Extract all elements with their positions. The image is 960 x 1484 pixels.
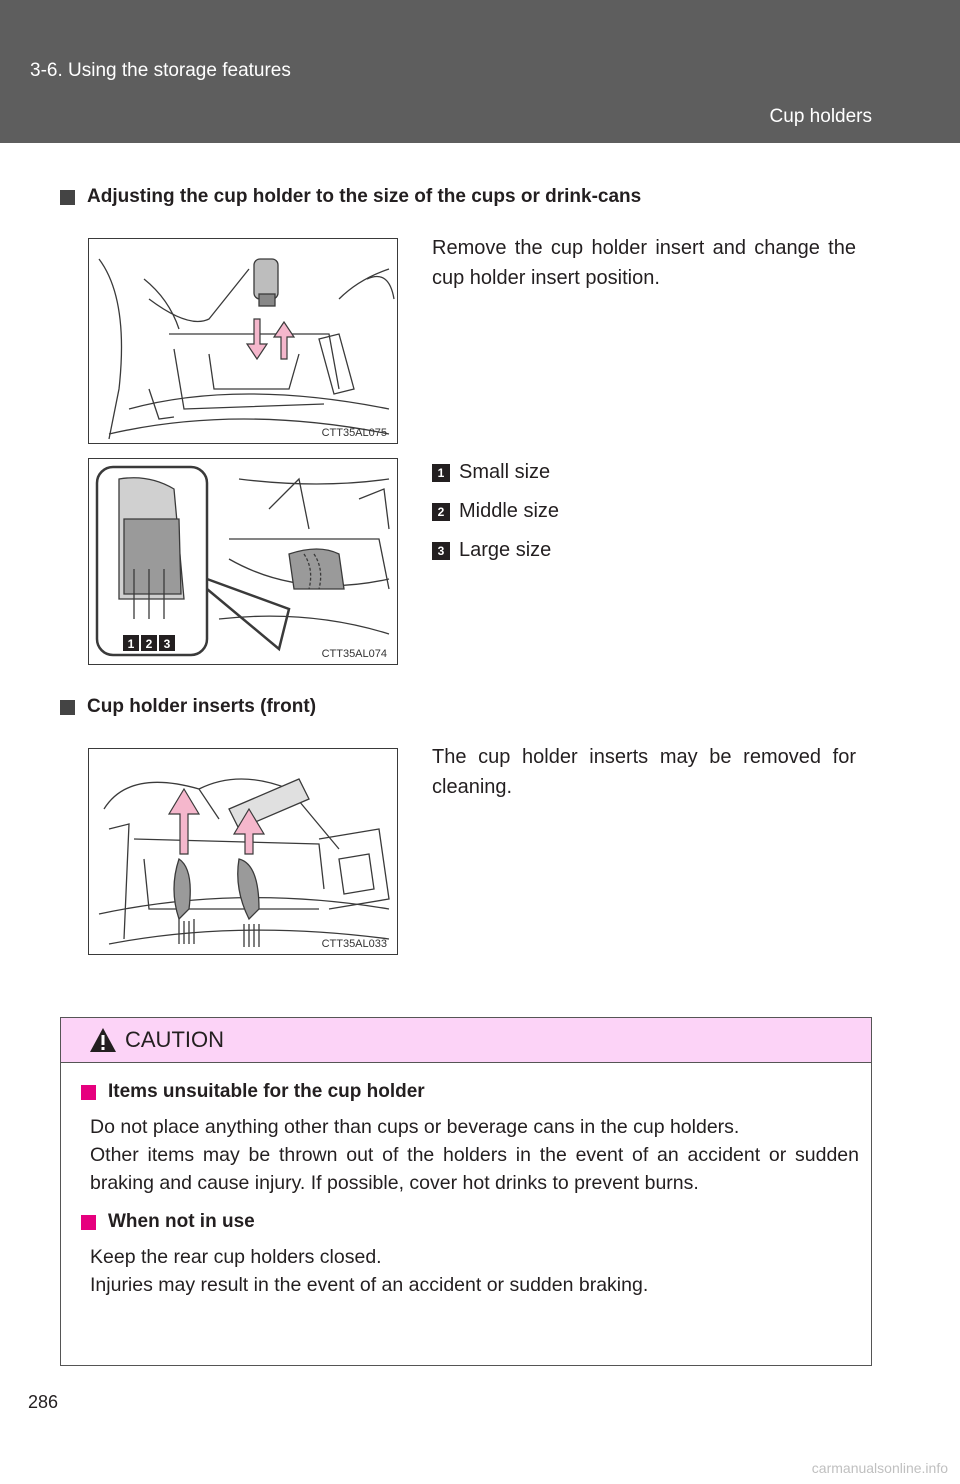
- section1-heading: Adjusting the cup holder to the size of …: [60, 186, 641, 208]
- figure-cup-holder-sizes: 1 2 3 CTT35AL074: [88, 458, 398, 665]
- figure-code: CTT35AL074: [321, 648, 387, 660]
- number-badge: 2: [432, 502, 450, 521]
- square-bullet-icon: [81, 1084, 96, 1100]
- topic-title: Cup holders: [769, 106, 872, 127]
- figure-drawing: [98, 258, 395, 440]
- callout-1: 1: [128, 637, 135, 651]
- figure-drawing: [98, 778, 390, 947]
- figure-cup-holder-remove: CTT35AL075: [88, 238, 398, 444]
- caution-item-heading: Items unsuitable for the cup holder: [81, 1081, 859, 1103]
- list-item: 2 Middle size: [432, 492, 559, 531]
- callout-2: 2: [146, 637, 153, 651]
- caution-title: CAUTION: [125, 1027, 224, 1052]
- figure-code: CTT35AL033: [321, 938, 387, 950]
- page-number: 286: [28, 1392, 59, 1412]
- square-bullet-icon: [60, 699, 75, 715]
- square-bullet-icon: [60, 189, 75, 205]
- callout-3: 3: [164, 637, 171, 651]
- size-list: 1 Small size 2 Middle size 3 Large size: [432, 453, 559, 570]
- number-badge: 3: [432, 541, 450, 560]
- section1-text: Remove the cup holder insert and change …: [432, 237, 856, 289]
- caution-item-heading: When not in use: [81, 1211, 859, 1233]
- caution-item-text: Do not place anything other than cups or…: [90, 1116, 859, 1194]
- number-badge: 1: [432, 463, 450, 482]
- caution-item-text: Keep the rear cup holders closed. Injuri…: [90, 1246, 649, 1296]
- figure-code: CTT35AL075: [321, 427, 387, 439]
- section2-text: The cup holder inserts may be removed fo…: [432, 746, 856, 798]
- caution-body: Items unsuitable for the cup holder Do n…: [61, 1063, 871, 1299]
- list-item: 3 Large size: [432, 531, 559, 570]
- section-title: 3-6. Using the storage features: [30, 60, 291, 81]
- caution-header: CAUTION: [61, 1018, 871, 1063]
- page-header: 3-6. Using the storage features Cup hold…: [0, 0, 960, 143]
- figure-cup-holder-inserts: CTT35AL033: [88, 748, 398, 955]
- list-item: 1 Small size: [432, 453, 559, 492]
- section2-heading: Cup holder inserts (front): [60, 696, 316, 718]
- square-bullet-icon: [81, 1214, 96, 1230]
- caution-box: CAUTION Items unsuitable for the cup hol…: [60, 1017, 872, 1366]
- figure-drawing: 1 2 3: [95, 465, 390, 657]
- watermark: carmanualsonline.info: [811, 1460, 948, 1476]
- warning-triangle-icon: [90, 1028, 116, 1052]
